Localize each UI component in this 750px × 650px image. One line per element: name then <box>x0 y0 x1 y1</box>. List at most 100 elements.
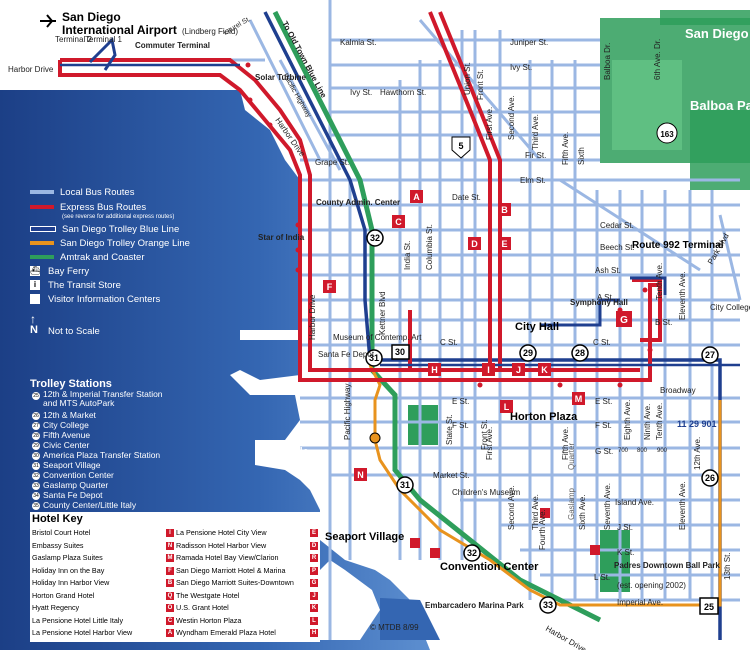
svg-text:Solar Turbine: Solar Turbine <box>255 73 307 82</box>
svg-text:Kalmia St.: Kalmia St. <box>340 38 376 47</box>
hotel-name: La Pensione Hotel Little Italy <box>32 615 124 625</box>
svg-text:L St.: L St. <box>594 573 610 582</box>
north-label: N <box>30 324 38 336</box>
civic-green <box>408 405 438 445</box>
svg-text:B: B <box>501 205 508 215</box>
svg-text:F St.: F St. <box>452 421 469 430</box>
hotel-code-badge: A <box>166 629 174 637</box>
svg-text:Children's Museum: Children's Museum <box>452 488 521 497</box>
svg-text:Symphony Hall: Symphony Hall <box>570 298 628 307</box>
svg-text:31: 31 <box>369 353 379 363</box>
svg-text:Seventh Ave.: Seventh Ave. <box>603 483 612 530</box>
interstate-5-shield: 5 <box>458 141 463 151</box>
hotel-code-badge: O <box>166 604 174 612</box>
svg-text:Gaslamp: Gaslamp <box>567 487 576 520</box>
bay-water <box>0 90 430 650</box>
svg-text:Padres Downtown Ball Park: Padres Downtown Ball Park <box>614 561 720 570</box>
svg-text:Fifth Ave.: Fifth Ave. <box>561 132 570 165</box>
blue-line-swatch <box>30 226 56 233</box>
route-163-shield: 163 <box>660 130 674 139</box>
svg-text:International Airport: International Airport <box>62 23 177 37</box>
svg-text:Market St.: Market St. <box>433 471 469 480</box>
express-route-swatch <box>30 205 54 210</box>
local-route-swatch <box>30 190 54 195</box>
hotel-code-badge: N <box>166 541 174 550</box>
svg-text:B St.: B St. <box>655 318 672 327</box>
hotel-code-badge: G <box>310 579 318 587</box>
svg-text:Elm St.: Elm St. <box>520 176 546 185</box>
hotel-name: San Diego Marriott Hotel & Marina <box>176 565 286 575</box>
svg-text:A St.: A St. <box>597 293 614 302</box>
svg-text:I: I <box>487 365 490 375</box>
marina-basin <box>300 560 380 640</box>
svg-text:Eleventh Ave.: Eleventh Ave. <box>678 271 687 320</box>
svg-text:E: E <box>501 239 507 249</box>
svg-text:San Diego Zoo: San Diego Zoo <box>685 26 750 41</box>
svg-text:13th St.: 13th St. <box>723 552 732 580</box>
legend-local: Local Bus Routes <box>30 187 134 198</box>
svg-text:State St.: State St. <box>445 414 454 445</box>
svg-text:Beech St.: Beech St. <box>600 243 635 252</box>
north-arrow-icon: ↑ <box>30 312 36 326</box>
svg-text:Kettner Blvd: Kettner Blvd <box>378 291 387 335</box>
svg-text:E St.: E St. <box>452 397 469 406</box>
svg-text:Quarter: Quarter <box>567 443 576 470</box>
station-number-icon: 33 <box>32 481 40 490</box>
svg-text:F St.: F St. <box>595 421 612 430</box>
svg-text:Third Ave.: Third Ave. <box>531 494 540 530</box>
svg-text:A: A <box>413 192 420 202</box>
svg-text:28: 28 <box>575 348 585 358</box>
svg-text:Sixth Ave.: Sixth Ave. <box>578 495 587 530</box>
svg-text:12th Ave.: 12th Ave. <box>693 437 702 470</box>
svg-text:Ash St.: Ash St. <box>595 266 621 275</box>
svg-text:Horton Plaza: Horton Plaza <box>510 411 578 423</box>
svg-text:Hawthorn St.: Hawthorn St. <box>380 88 426 97</box>
station-name: Fifth Avenue <box>43 430 91 440</box>
hotel-name: U.S. Grant Hotel <box>176 603 229 612</box>
hotel-code-badge: H <box>310 629 318 637</box>
svg-text:Third Ave.: Third Ave. <box>531 114 540 150</box>
svg-text:Ivy St.: Ivy St. <box>350 88 372 97</box>
svg-text:G: G <box>620 315 628 326</box>
station-number-icon: 28 <box>32 431 40 440</box>
svg-text:F: F <box>327 282 333 292</box>
svg-text:29: 29 <box>523 348 533 358</box>
svg-text:Pacific Highway: Pacific Highway <box>343 384 352 440</box>
svg-text:33: 33 <box>543 600 553 610</box>
svg-text:Convention Center: Convention Center <box>440 561 539 573</box>
station-number-icon: 29 <box>32 441 40 450</box>
hotel-code-badge: Q <box>166 591 174 600</box>
svg-text:M: M <box>575 394 583 404</box>
station-number-icon: 35 <box>32 501 40 510</box>
svg-text:32: 32 <box>370 233 380 243</box>
hotel-name: Holiday Inn Harbor View <box>32 578 110 587</box>
svg-text:700: 700 <box>618 448 629 454</box>
svg-text:J: J <box>516 365 521 375</box>
hotel-code-badge: K <box>310 604 318 612</box>
orange-line-swatch <box>30 241 54 246</box>
svg-text:G St. Mole: G St. Mole <box>255 446 309 458</box>
station-name: 12th & Market <box>43 410 96 420</box>
svg-text:30: 30 <box>395 347 405 357</box>
svg-text:25: 25 <box>704 602 714 612</box>
svg-text:Santa Fe Depot: Santa Fe Depot <box>318 350 375 359</box>
hotel-code-badge: D <box>310 541 318 550</box>
legend-ferry: ⛴Bay Ferry <box>30 266 89 277</box>
station-number-icon: 30 <box>32 451 40 460</box>
svg-text:Ninth Ave.: Ninth Ave. <box>643 404 652 440</box>
svg-text:Imperial Ave.: Imperial Ave. <box>617 598 663 607</box>
